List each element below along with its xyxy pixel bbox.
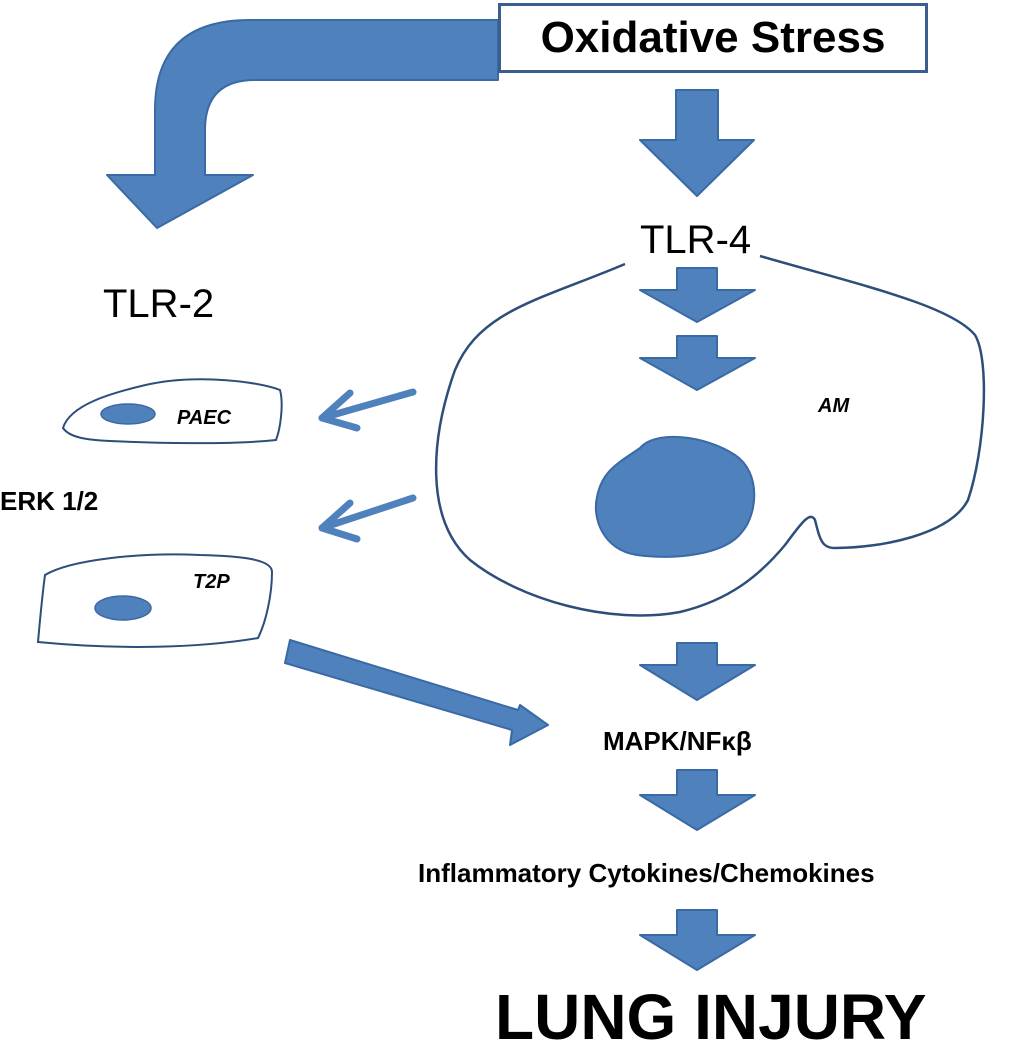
t2p-to-mapk-arrow [284,639,549,746]
paec-nucleus [100,403,156,425]
am-to-t2p-arrowhead [318,499,361,543]
stress-to-tlr4-arrow [639,89,755,197]
stress-to-tlr2-arrow [106,19,499,229]
am-down-arrow-2 [639,335,756,391]
t2p-label: T2P [193,571,230,593]
t2p-nucleus [94,595,152,621]
tlr2-label: TLR-2 [103,282,215,326]
am-down-arrow-1 [639,267,756,323]
t2p-cell-outline [36,553,274,648]
mapk-label: MAPK/NFκβ [603,726,752,756]
erk-label: ERK 1/2 [0,486,99,516]
am-nucleus [594,435,756,558]
cytokines-to-injury-arrow [639,909,756,971]
cytokines-label: Inflammatory Cytokines/Chemokines [418,858,875,888]
oxidative-stress-box: Oxidative Stress [498,3,928,73]
tlr4-label: TLR-4 [640,218,752,262]
am-to-paec-arrow [318,388,417,422]
am-cell-outline [434,254,986,617]
am-to-t2p-arrow [318,494,417,532]
paec-cell-outline [61,378,283,445]
am-to-paec-arrowhead [318,389,361,432]
am-label: AM [818,395,850,417]
am-to-mapk-arrow [639,642,756,701]
lung-injury-label: LUNG INJURY [495,981,927,1050]
mapk-to-cytokines-arrow [639,769,756,831]
oxidative-stress-label: Oxidative Stress [540,13,886,62]
paec-label: PAEC [177,407,232,429]
